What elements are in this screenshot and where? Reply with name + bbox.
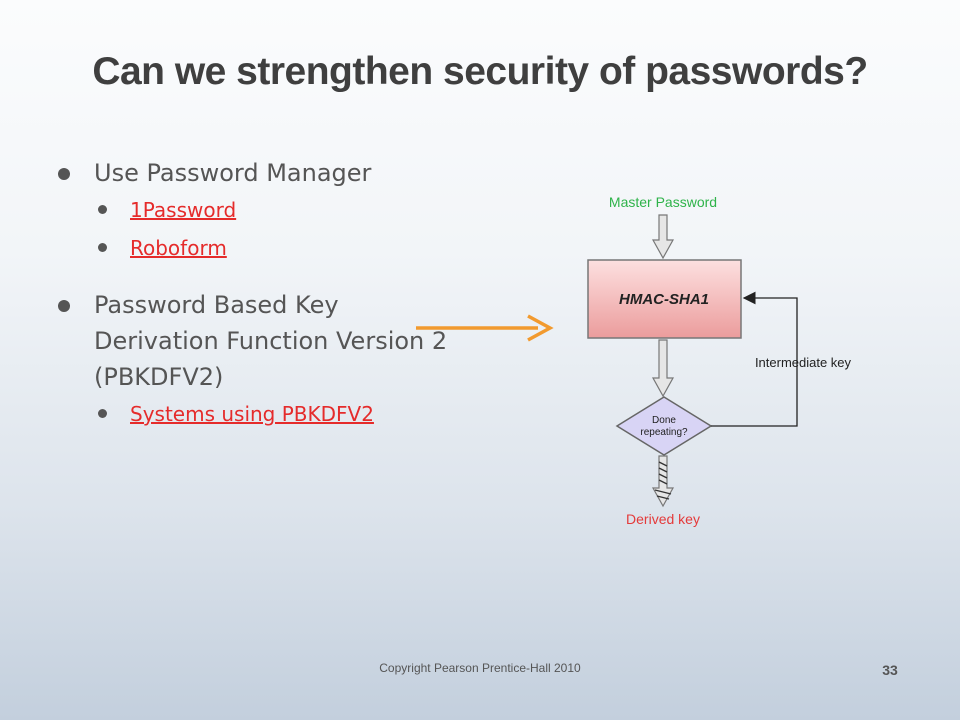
bullet-list: Use Password Manager 1Password Roboform …	[58, 155, 478, 433]
sub-bullet-roboform: Roboform	[58, 229, 478, 267]
input-arrow	[651, 214, 675, 260]
bullet-pbkdfv2-line-3: (PBKDFV2)	[94, 363, 224, 391]
link-1password[interactable]: 1Password	[130, 198, 237, 222]
hmac-to-decision-arrow	[651, 339, 675, 398]
bullet-pbkdfv2: Password Based Key Derivation Function V…	[58, 287, 478, 395]
output-arrow-hatching	[654, 461, 672, 500]
label-done: Done	[652, 415, 676, 426]
decision-diamond	[615, 396, 713, 456]
orange-arrow-head	[527, 314, 554, 342]
slide-title: Can we strengthen security of passwords?	[92, 50, 868, 93]
label-derived-key: Derived key	[626, 511, 700, 527]
copyright-footer: Copyright Pearson Prentice-Hall 2010	[379, 661, 581, 675]
link-systems-using-pbkdfv2[interactable]: Systems using PBKDFV2	[130, 402, 374, 426]
feedback-loop	[711, 291, 798, 427]
label-master-password: Master Password	[609, 194, 717, 210]
hmac-box	[587, 259, 742, 339]
bullet-password-manager: Use Password Manager	[58, 155, 478, 191]
bullet-pbkdfv2-line-1: Password Based Key	[94, 291, 339, 319]
page-number: 33	[882, 662, 898, 678]
label-intermediate-key: Intermediate key	[755, 355, 852, 370]
sub-bullet-1password: 1Password	[58, 191, 478, 229]
label-repeating: repeating?	[640, 427, 688, 438]
bullet-pbkdfv2-line-2: Derivation Function Version 2	[94, 327, 448, 355]
sub-bullet-systems: Systems using PBKDFV2	[58, 395, 478, 433]
link-roboform[interactable]: Roboform	[130, 236, 227, 260]
pbkdf2-diagram: Master Password HMAC-SHA1 Done repeating…	[416, 194, 852, 527]
label-hmac-sha1: HMAC-SHA1	[619, 291, 709, 308]
